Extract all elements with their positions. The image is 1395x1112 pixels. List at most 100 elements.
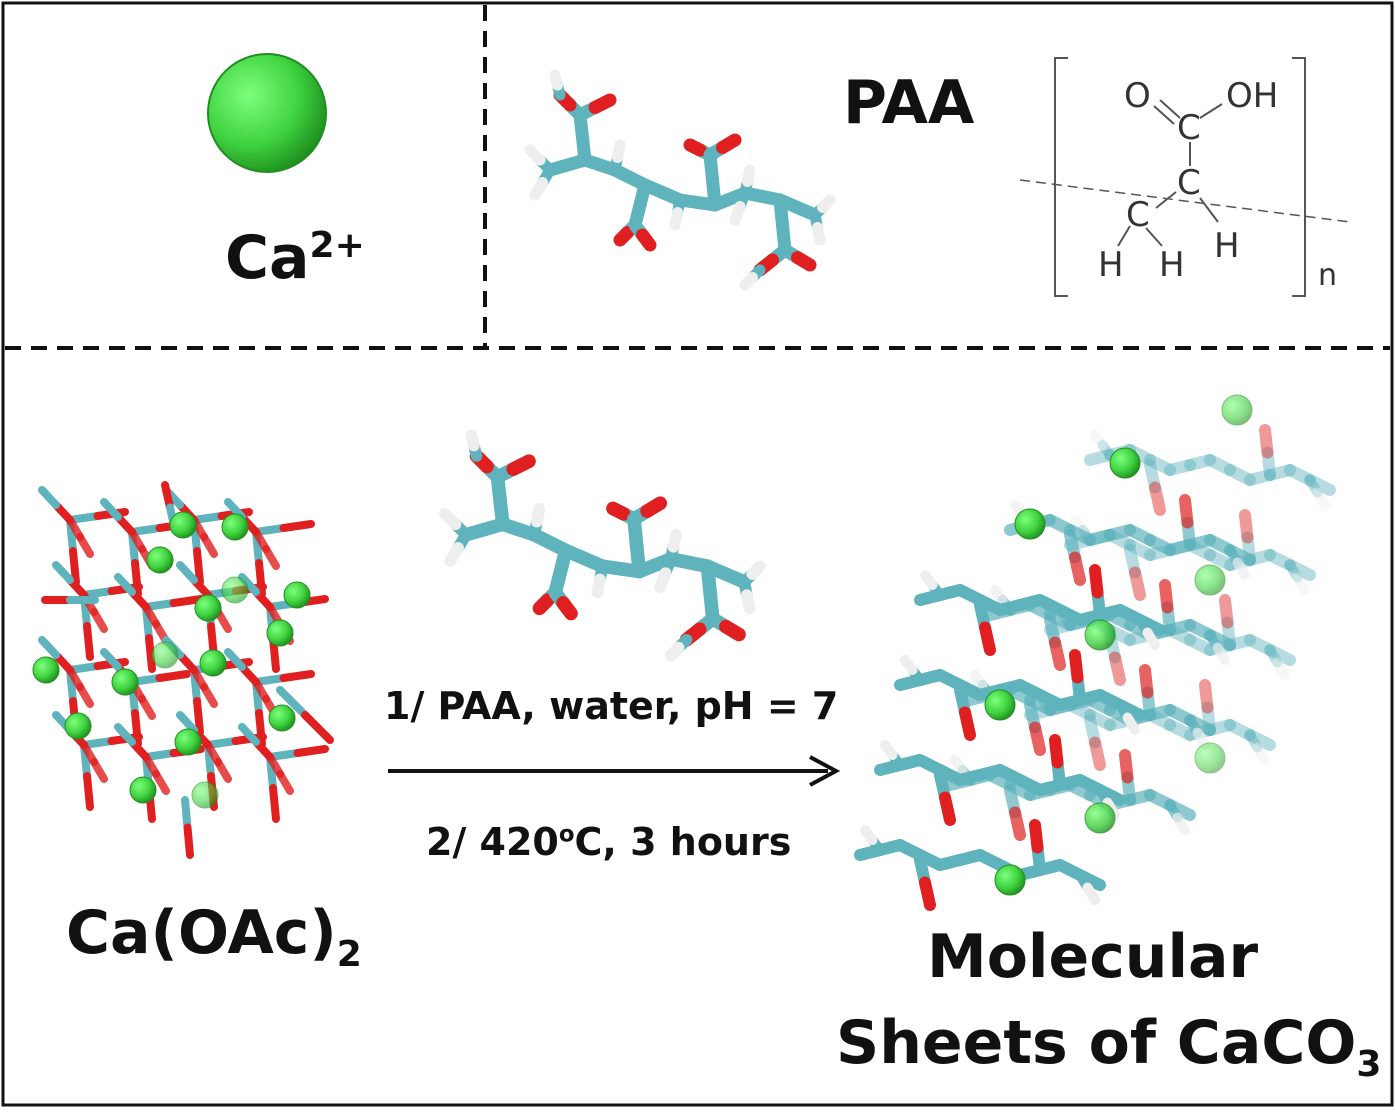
bond-stick: [975, 675, 983, 685]
calcium-ion-label: Ca2+: [225, 223, 365, 293]
paa-molecule-model-reaction: [445, 435, 760, 656]
atom-c-methylene: C: [1126, 195, 1150, 235]
atom-c-carboxyl: C: [1177, 108, 1201, 148]
atom-h-middle: H: [1159, 245, 1185, 285]
bond-stick: [925, 883, 930, 906]
bond-stick: [1185, 500, 1188, 523]
bond-stick: [80, 687, 90, 704]
product-label-line-1: Molecular: [927, 922, 1258, 992]
bond-stick: [1095, 435, 1103, 445]
calcium-atom: [269, 705, 295, 731]
caco3-molecular-sheet-model: [860, 395, 1330, 905]
bond-stick: [1178, 818, 1186, 831]
bond-stick: [142, 699, 152, 716]
repeat-unit-n: n: [1318, 258, 1337, 293]
bond-stick: [180, 565, 194, 580]
bond-stick: [1095, 570, 1098, 593]
bond-stick: [1245, 515, 1248, 538]
calcium-atom: [65, 713, 91, 739]
bond-stick: [752, 566, 760, 574]
bond-c-oh: [1200, 104, 1222, 118]
bond-stick: [471, 435, 474, 446]
bond-stick: [540, 600, 548, 608]
bond-stick: [1148, 633, 1156, 646]
bond-stick: [995, 590, 1003, 600]
bond-stick: [197, 701, 200, 732]
bond-stick: [1035, 825, 1038, 848]
bond-stick: [80, 537, 90, 554]
atom-oh: OH: [1226, 76, 1278, 116]
calcium-atom: [112, 669, 138, 695]
calcium-atom: [147, 547, 173, 573]
bond-stick: [1258, 748, 1266, 761]
bond-stick: [156, 774, 166, 791]
bond-c-h-right: [1200, 198, 1218, 222]
bond-stick: [905, 660, 913, 670]
reaction-step-1: 1/ PAA, water, pH = 7: [384, 684, 838, 728]
calcium-atom: [1085, 620, 1115, 650]
reaction-arrow: [388, 757, 836, 785]
bond-stick: [42, 640, 56, 655]
bond-c-ch2: [1156, 192, 1176, 208]
bond-stick: [613, 509, 624, 514]
bond-stick: [798, 258, 811, 266]
atom-c-alpha: C: [1177, 163, 1201, 203]
bond-stick: [671, 648, 679, 656]
paa-molecule-model-top: [530, 75, 830, 285]
calcium-atom: [1222, 395, 1252, 425]
calcium-atom: [1015, 509, 1045, 539]
calcium-atom: [284, 582, 310, 608]
bond-stick: [1075, 558, 1080, 581]
bond-stick: [56, 565, 70, 580]
bond-stick: [280, 774, 290, 791]
bond-stick: [1055, 740, 1058, 763]
bond-stick: [647, 503, 660, 511]
bond-stick: [530, 150, 540, 160]
bond-stick: [673, 535, 676, 547]
bond-stick: [185, 800, 188, 828]
calcium-atom: [152, 642, 178, 668]
bond-stick: [1225, 600, 1228, 623]
bond-stick: [1155, 488, 1160, 511]
bond-stick: [747, 595, 750, 608]
bond-stick: [1088, 888, 1096, 901]
bond-stick: [204, 687, 214, 704]
bond-stick: [42, 490, 56, 505]
bond-stick: [535, 183, 543, 196]
calcium-atom: [995, 865, 1025, 895]
bond-stick: [450, 548, 458, 561]
bond-stick: [87, 776, 90, 807]
bond-stick: [266, 549, 276, 566]
bond-stick: [513, 461, 529, 469]
bond-stick: [563, 603, 571, 614]
bond-stick: [259, 713, 262, 744]
bond-stick: [1075, 655, 1078, 678]
calcium-atom: [1110, 448, 1140, 478]
calcium-atom: [170, 512, 196, 538]
bond-stick: [1278, 663, 1286, 676]
bond-stick: [1035, 728, 1040, 751]
bond-stick: [160, 674, 188, 678]
bond-stick: [965, 713, 970, 736]
bond-stick: [660, 573, 665, 587]
bond-stick: [885, 745, 893, 755]
atom-h-right: H: [1214, 226, 1240, 266]
bond-stick: [197, 551, 200, 582]
bond-stick: [818, 228, 821, 241]
bond-stick: [690, 145, 700, 150]
bond-stick: [945, 798, 950, 821]
calcium-atom: [195, 595, 221, 621]
bond-stick: [745, 278, 753, 286]
bond-stick: [218, 762, 228, 779]
bond-stick: [620, 233, 628, 241]
calcium-atom: [222, 577, 248, 603]
bond-stick: [1135, 573, 1140, 596]
bond-stick: [675, 213, 678, 226]
bond-stick: [555, 75, 558, 85]
calcium-atom: [33, 657, 59, 683]
bond-stick: [726, 627, 739, 635]
calcium-atom: [1195, 743, 1225, 773]
calcium-atom: [1195, 565, 1225, 595]
bond-stick: [73, 551, 76, 582]
